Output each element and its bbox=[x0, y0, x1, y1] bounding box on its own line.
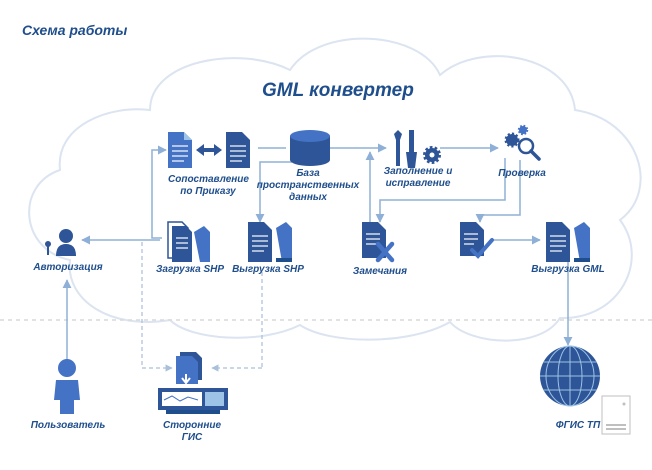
label-user-text: Пользователь bbox=[30, 420, 106, 431]
label-check: Проверка bbox=[492, 168, 552, 180]
cloud-shape bbox=[28, 37, 642, 342]
label-export-shp: Выгрузка SHP bbox=[228, 264, 308, 276]
label-remarks-text: Замечания bbox=[352, 266, 408, 277]
document-icon bbox=[226, 132, 250, 168]
label-export-shp-text: Выгрузка SHP bbox=[232, 264, 304, 275]
user-icon bbox=[54, 359, 80, 414]
dashed-connectors bbox=[141, 242, 263, 372]
label-spatial-db: База пространственных данных bbox=[256, 168, 360, 204]
document-error-icon bbox=[362, 222, 395, 263]
database-icon bbox=[290, 130, 330, 166]
label-matching: Сопоставление по Приказу bbox=[168, 174, 249, 198]
person-key-icon bbox=[45, 229, 76, 256]
label-fill-fix: Заполнение и исправление bbox=[380, 166, 456, 190]
label-spatial-db-text: База пространственных данных bbox=[256, 168, 360, 203]
label-third-party-gis: Сторонние ГИС bbox=[156, 420, 228, 444]
label-export-gml: Выгрузка GML bbox=[528, 264, 608, 276]
globe-icon bbox=[540, 345, 600, 407]
server-icon bbox=[601, 395, 631, 435]
label-fill-fix-text: Заполнение и исправление bbox=[383, 166, 453, 189]
tools-icon bbox=[394, 130, 417, 168]
label-check-text: Проверка bbox=[498, 168, 546, 179]
documents-folder-icon bbox=[248, 222, 292, 262]
label-auth-text: Авторизация bbox=[33, 262, 103, 273]
label-load-shp-text: Загрузка SHP bbox=[155, 264, 225, 275]
double-arrow-icon bbox=[196, 144, 222, 156]
label-load-shp: Загрузка SHP bbox=[150, 264, 230, 276]
scheme-title: Схема работы bbox=[22, 22, 128, 38]
label-export-gml-text: Выгрузка GML bbox=[531, 264, 605, 275]
document-check-icon bbox=[460, 222, 494, 259]
label-third-party-gis-text: Сторонние ГИС bbox=[162, 420, 222, 443]
label-remarks: Замечания bbox=[346, 266, 414, 278]
connectors bbox=[62, 143, 573, 360]
label-fgis-tp: ФГИС ТП bbox=[548, 420, 608, 432]
label-auth: Авторизация bbox=[30, 262, 106, 274]
label-user: Пользователь bbox=[30, 420, 106, 432]
gears-magnifier-icon bbox=[504, 124, 541, 161]
documents-folder-icon bbox=[546, 222, 590, 262]
gis-workstation-icon bbox=[158, 352, 228, 414]
label-fgis-tp-text: ФГИС ТП bbox=[555, 420, 601, 431]
gear-icon bbox=[423, 146, 441, 164]
main-title: GML конвертер bbox=[262, 80, 414, 101]
documents-folder-icon bbox=[167, 221, 210, 262]
label-matching-text: Сопоставление по Приказу bbox=[168, 174, 249, 197]
document-icon bbox=[168, 132, 192, 168]
